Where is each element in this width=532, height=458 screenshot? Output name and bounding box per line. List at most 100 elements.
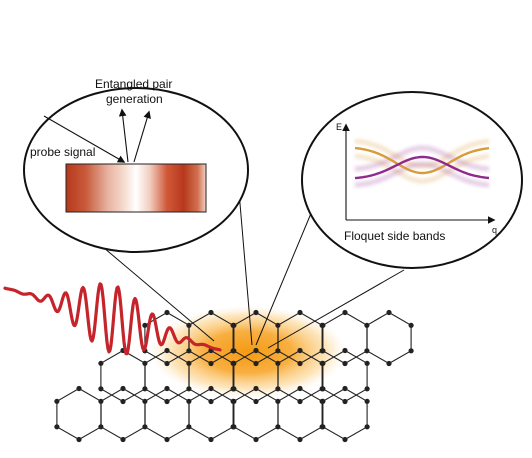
lattice-atom — [253, 360, 259, 367]
lattice-atoms — [54, 309, 414, 443]
lattice-atom — [364, 398, 370, 404]
lattice-atom — [208, 309, 214, 316]
lattice-atom — [142, 386, 148, 392]
lattice-atom — [297, 385, 303, 392]
lattice-atom — [231, 322, 237, 328]
lattice-atom — [142, 360, 148, 366]
lattice-atom — [231, 424, 237, 430]
lattice-hexagon — [277, 387, 323, 441]
floquet-bands — [354, 138, 490, 188]
lattice-atom — [253, 385, 259, 392]
lattice-atom — [164, 398, 170, 405]
excitation-glow — [150, 306, 346, 398]
lattice-atom — [120, 398, 126, 405]
x-axis-label: q — [492, 225, 497, 235]
lattice-atom — [275, 424, 281, 430]
lattice-atom — [320, 398, 326, 404]
lattice-atom — [275, 386, 281, 392]
lattice-atom — [208, 385, 214, 392]
lattice-atom — [253, 436, 259, 443]
floquet-caption: Floquet side bands — [344, 229, 445, 243]
lower-side-band — [354, 145, 490, 172]
lattice-atom — [386, 360, 392, 367]
lattice-atom — [297, 398, 303, 405]
lattice-atom — [186, 360, 192, 366]
laser-pulse-wave-icon — [3, 282, 222, 356]
lattice-atom — [408, 322, 414, 328]
lattice-atom — [186, 398, 192, 404]
right-connector-line-1 — [255, 210, 313, 346]
lattice-atom — [253, 398, 259, 405]
pair-arrow-left — [118, 108, 129, 163]
upper-band — [354, 146, 490, 175]
pair-label-line2: generation — [106, 92, 163, 106]
lattice-atom — [231, 386, 237, 392]
probe-label: probe signal — [30, 145, 95, 159]
lattice-atom — [142, 424, 148, 430]
right-inset: E q Floquet side bands — [301, 91, 523, 269]
lattice-atom — [342, 347, 348, 354]
lattice-atom — [342, 360, 348, 367]
lattice-atom — [342, 436, 348, 443]
lattice-hexagon — [322, 387, 368, 441]
lattice-atom — [275, 322, 281, 328]
lattice-atom — [320, 360, 326, 366]
lower-side-band — [354, 161, 490, 188]
lattice-atom — [164, 309, 170, 316]
lattice-atom — [164, 347, 170, 354]
lattice-hexagon — [100, 387, 146, 441]
lattice-atom — [297, 436, 303, 443]
lattice-atom — [364, 386, 370, 392]
lattice-atom — [98, 424, 104, 430]
y-axis-label: E — [336, 122, 342, 132]
lattice-atom — [231, 348, 237, 354]
left-inset: Entangled pair generation probe signal — [23, 77, 249, 253]
lattice-atom — [275, 348, 281, 354]
lattice-atom — [320, 424, 326, 430]
sample-bar — [65, 163, 207, 213]
lattice-atom — [364, 360, 370, 366]
lattice-atom — [386, 309, 392, 316]
lattice-atom — [342, 385, 348, 392]
lattice-atom — [208, 398, 214, 405]
lattice-hexagon — [56, 387, 102, 441]
lattice-atom — [320, 386, 326, 392]
lattice-atom — [186, 424, 192, 430]
lattice-atom — [231, 398, 237, 404]
probe-arrow — [43, 115, 126, 163]
lattice-atom — [275, 398, 281, 404]
pair-arrow-right — [133, 110, 151, 163]
lattice-atom — [297, 309, 303, 316]
lattice-atom — [54, 424, 60, 430]
lattice-atom — [120, 436, 126, 443]
lattice-hexagon — [144, 387, 190, 441]
lattice-atom — [275, 360, 281, 366]
lattice-atom — [208, 360, 214, 367]
lower-band — [354, 155, 490, 180]
lattice-atom — [186, 386, 192, 392]
lattice-atom — [342, 309, 348, 316]
lattice-atom — [142, 398, 148, 404]
lattice-atom — [98, 386, 104, 392]
lattice-atom — [253, 347, 259, 354]
lattice-atom — [142, 322, 148, 328]
left-connector-line-2 — [237, 179, 253, 346]
lattice-hexagon — [100, 349, 146, 403]
lattice-atom — [342, 398, 348, 405]
lattice-atom — [297, 347, 303, 354]
lattice-atom — [408, 348, 414, 354]
lattice-atom — [186, 348, 192, 354]
lattice-atom — [364, 424, 370, 430]
lattice-atom — [320, 348, 326, 354]
lattice-atom — [364, 348, 370, 354]
lattice-atom — [164, 360, 170, 367]
lattice-atom — [297, 360, 303, 367]
pair-label-line1: Entangled pair — [95, 77, 172, 91]
hexagonal-lattice-icon — [56, 311, 412, 441]
lattice-atom — [231, 360, 237, 366]
lattice-atom — [320, 322, 326, 328]
lattice-atom — [76, 385, 82, 392]
lattice-atom — [76, 436, 82, 443]
lattice-atom — [164, 436, 170, 443]
